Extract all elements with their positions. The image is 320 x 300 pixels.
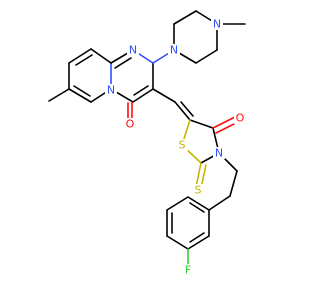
atom-n-pyrido: N xyxy=(107,84,115,97)
structure-canvas: N N N N N O O S S F xyxy=(48,10,246,277)
atom-n-piperazine-1: N xyxy=(170,44,178,57)
atom-o-thiazolidinone: O xyxy=(236,112,245,125)
pyridine-ring xyxy=(48,48,112,103)
methylidene-link xyxy=(152,88,194,121)
atom-n-piperazine-4: N xyxy=(213,18,221,31)
fluorobenzyl-group xyxy=(166,195,231,269)
molecule-diagram: N N N N N O O S S F xyxy=(48,10,246,277)
atom-n-thiazolidine: N xyxy=(215,147,223,160)
atom-n-pyrimidine: N xyxy=(129,44,137,57)
piperazine-ring xyxy=(152,10,246,64)
atom-s-ring: S xyxy=(179,139,186,152)
pyrimidinone-ring xyxy=(110,49,154,121)
atom-s-thione: S xyxy=(195,184,202,197)
atom-o-pyridone: O xyxy=(126,118,135,131)
atom-f: F xyxy=(185,264,191,277)
atom-labels: N N N N N O O S S F xyxy=(105,18,246,277)
thiazolidinone-ring xyxy=(181,116,239,197)
